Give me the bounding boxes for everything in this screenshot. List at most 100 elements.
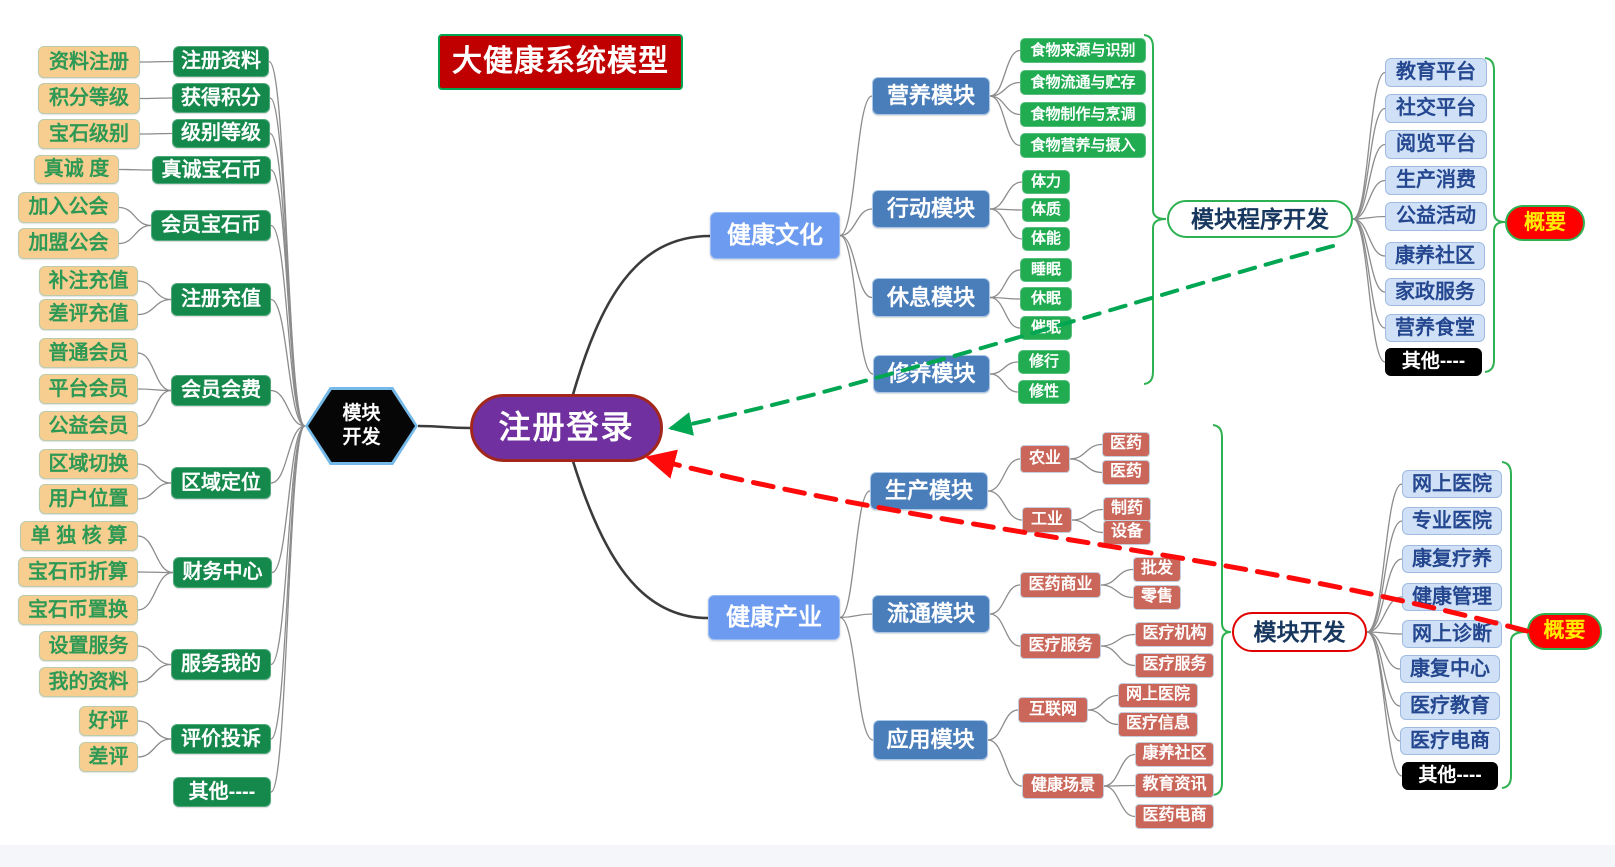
node-g9[interactable]: 财务中心 <box>173 557 272 588</box>
node-sl5[interactable]: 批发 <box>1133 557 1181 582</box>
node-b4[interactable]: 健康管理 <box>1402 583 1502 611</box>
edge-g11-hex <box>270 425 306 740</box>
node-l6[interactable]: 体质 <box>1022 198 1070 222</box>
node-m2[interactable]: 行动模块 <box>872 190 990 228</box>
node-l8[interactable]: 睡眠 <box>1020 258 1072 282</box>
node-l7[interactable]: 体能 <box>1022 227 1070 251</box>
summary-badge-bottom[interactable]: 概要 <box>1527 613 1602 650</box>
node-l3[interactable]: 食物制作与烹调 <box>1020 102 1146 127</box>
node-g3[interactable]: 级别等级 <box>172 119 270 148</box>
module-dev-pill[interactable]: 模块开发 <box>1232 612 1367 652</box>
node-sl10[interactable]: 医疗信息 <box>1118 712 1198 737</box>
node-b3[interactable]: 康复疗养 <box>1402 545 1502 573</box>
module-program-dev-pill[interactable]: 模块程序开发 <box>1167 200 1353 238</box>
node-t5[interactable]: 加入公会 <box>18 192 119 223</box>
node-sl11[interactable]: 康养社区 <box>1135 742 1214 767</box>
node-l9[interactable]: 休眠 <box>1020 287 1072 311</box>
node-sl6[interactable]: 零售 <box>1133 585 1181 610</box>
node-g4[interactable]: 真诚宝石币 <box>152 156 271 184</box>
node-sl4[interactable]: 设备 <box>1103 520 1151 545</box>
node-r2[interactable]: 社交平台 <box>1385 94 1487 123</box>
node-b1[interactable]: 网上医院 <box>1402 470 1502 498</box>
node-g5[interactable]: 会员宝石币 <box>151 210 271 241</box>
node-l4[interactable]: 食物营养与摄入 <box>1020 133 1146 158</box>
node-b2[interactable]: 专业医院 <box>1402 507 1502 535</box>
node-m4[interactable]: 修养模块 <box>873 355 990 393</box>
node-t4[interactable]: 真诚 度 <box>34 155 119 184</box>
node-b5[interactable]: 网上诊断 <box>1402 620 1502 648</box>
node-r8[interactable]: 营养食堂 <box>1385 314 1485 342</box>
node-g10[interactable]: 服务我的 <box>171 649 271 680</box>
node-sl2[interactable]: 医药 <box>1102 460 1150 485</box>
node-t10[interactable]: 平台会员 <box>39 374 138 404</box>
branch-health-industry[interactable]: 健康产业 <box>708 595 840 640</box>
node-r3[interactable]: 阅览平台 <box>1385 130 1487 159</box>
node-g1[interactable]: 注册资料 <box>173 46 269 77</box>
node-g12[interactable]: 其他---- <box>173 777 271 807</box>
node-r4[interactable]: 生产消费 <box>1385 166 1487 195</box>
node-t15[interactable]: 宝石币折算 <box>18 557 138 587</box>
node-sl13[interactable]: 医药电商 <box>1135 804 1214 829</box>
node-g11[interactable]: 评价投诉 <box>171 724 271 754</box>
node-sl1[interactable]: 医药 <box>1102 432 1150 457</box>
module-dev-hexagon[interactable]: 模块 开发 <box>305 387 418 465</box>
edge-pg-r9 <box>1352 218 1386 363</box>
node-s2[interactable]: 工业 <box>1022 507 1072 533</box>
node-t1[interactable]: 资料注册 <box>38 46 140 78</box>
node-g8[interactable]: 区域定位 <box>171 467 271 499</box>
node-t18[interactable]: 我的资料 <box>39 667 138 697</box>
node-sl12[interactable]: 教育资讯 <box>1135 773 1214 798</box>
node-r7[interactable]: 家政服务 <box>1385 278 1485 306</box>
node-t19[interactable]: 好评 <box>79 706 138 736</box>
node-g2[interactable]: 获得积分 <box>172 83 270 113</box>
node-l12[interactable]: 修性 <box>1018 380 1070 404</box>
node-s4[interactable]: 医疗服务 <box>1020 633 1101 659</box>
node-sl7[interactable]: 医疗机构 <box>1135 622 1214 647</box>
node-s6[interactable]: 健康场景 <box>1022 773 1104 799</box>
node-t14[interactable]: 单 独 核 算 <box>20 521 138 551</box>
node-t2[interactable]: 积分等级 <box>38 83 140 114</box>
node-t6[interactable]: 加盟公会 <box>18 228 119 259</box>
node-l1[interactable]: 食物来源与识别 <box>1020 38 1146 63</box>
node-l5[interactable]: 体力 <box>1022 170 1070 194</box>
node-t17[interactable]: 设置服务 <box>39 631 138 661</box>
branch-health-culture[interactable]: 健康文化 <box>710 212 840 259</box>
node-m3[interactable]: 休息模块 <box>872 278 990 317</box>
node-m1[interactable]: 营养模块 <box>872 77 990 115</box>
node-b9[interactable]: 其他---- <box>1402 762 1498 790</box>
node-sl9[interactable]: 网上医院 <box>1118 683 1198 708</box>
node-b7[interactable]: 医疗教育 <box>1400 692 1500 720</box>
node-sl8[interactable]: 医疗服务 <box>1135 653 1214 678</box>
node-s1[interactable]: 农业 <box>1020 445 1070 473</box>
node-t13[interactable]: 用户位置 <box>39 484 138 514</box>
node-r1[interactable]: 教育平台 <box>1385 58 1487 87</box>
node-g7[interactable]: 会员会费 <box>171 375 271 406</box>
node-sl3[interactable]: 制药 <box>1103 497 1151 522</box>
node-t9[interactable]: 普通会员 <box>39 338 138 368</box>
node-t11[interactable]: 公益会员 <box>39 411 138 441</box>
node-t12[interactable]: 区域切换 <box>39 449 138 479</box>
edge-s3-sl5 <box>1100 568 1134 586</box>
node-g6[interactable]: 注册充值 <box>171 283 271 316</box>
node-t3[interactable]: 宝石级别 <box>38 119 140 149</box>
node-r9[interactable]: 其他---- <box>1385 348 1482 376</box>
node-m7[interactable]: 应用模块 <box>873 720 988 760</box>
node-t8[interactable]: 差评充值 <box>39 299 138 330</box>
node-r6[interactable]: 康养社区 <box>1385 242 1485 270</box>
node-r5[interactable]: 公益活动 <box>1385 202 1487 231</box>
node-s3[interactable]: 医药商业 <box>1020 572 1101 598</box>
node-t16[interactable]: 宝石币置换 <box>18 595 138 625</box>
node-b6[interactable]: 康复中心 <box>1400 655 1500 683</box>
node-s5[interactable]: 互联网 <box>1018 697 1088 723</box>
summary-badge-top[interactable]: 概要 <box>1505 205 1585 241</box>
node-b8[interactable]: 医疗电商 <box>1400 727 1500 755</box>
node-l10[interactable]: 催眠 <box>1020 316 1072 340</box>
node-t20[interactable]: 差评 <box>79 742 138 772</box>
diagram-title[interactable]: 大健康系统模型 <box>438 34 683 90</box>
node-m5[interactable]: 生产模块 <box>870 472 988 510</box>
node-l2[interactable]: 食物流通与贮存 <box>1020 70 1146 95</box>
root-node-register-login[interactable]: 注册登录 <box>470 394 663 462</box>
node-m6[interactable]: 流通模块 <box>872 595 990 633</box>
node-l11[interactable]: 修行 <box>1018 350 1070 374</box>
node-t7[interactable]: 补注充值 <box>39 266 138 296</box>
